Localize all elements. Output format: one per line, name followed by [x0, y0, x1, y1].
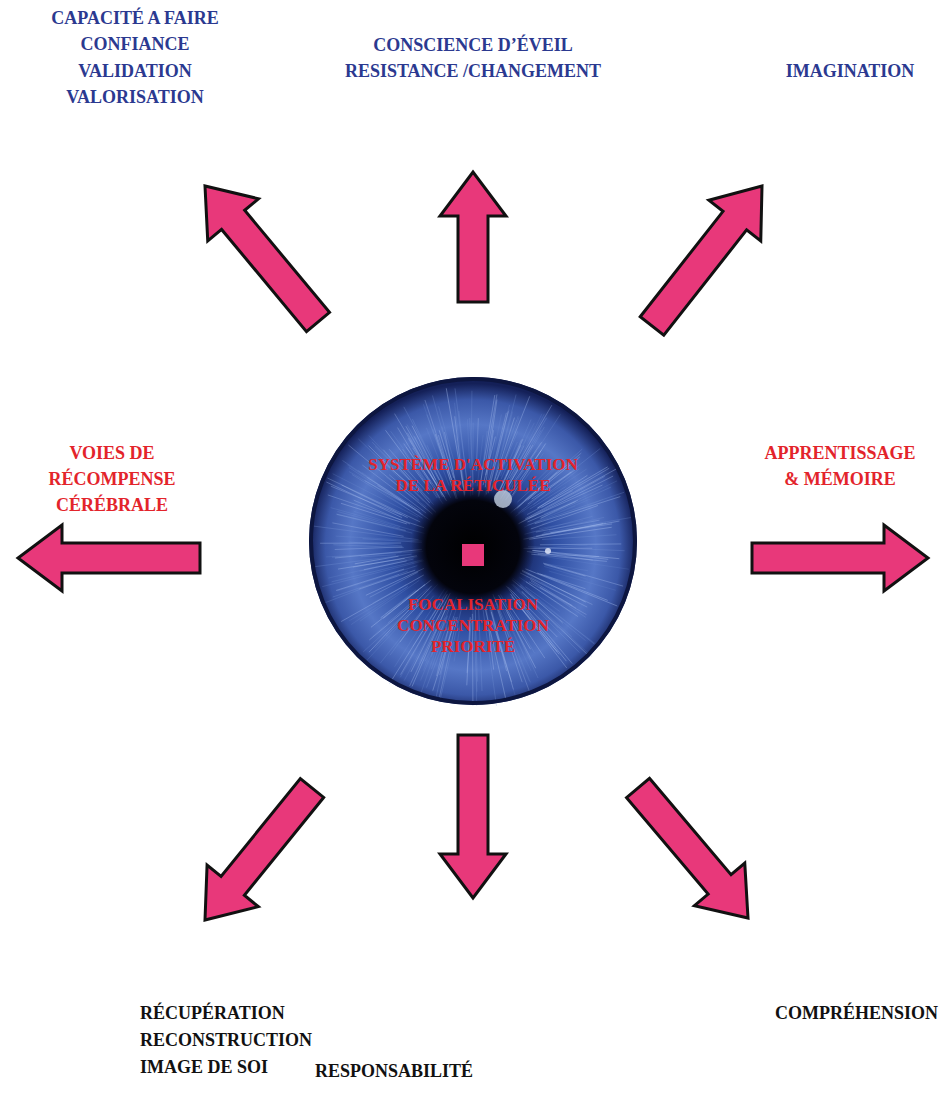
concept-label: RÉCUPÉRATION: [140, 1000, 285, 1026]
label-holder: RÉCUPÉRATION: [140, 1000, 285, 1026]
concept-label: RESPONSABILITÉ: [315, 1058, 473, 1084]
block-arrow: [180, 165, 344, 343]
block-arrow: [440, 735, 506, 898]
eye-circle: SYSTÈME D'ACTIVATION DE LA RÉTICULÉE FOCA…: [308, 376, 638, 706]
block-arrow: [752, 525, 928, 591]
label-holder: CONSCIENCE D’ÉVEIL: [373, 32, 573, 58]
label-holder: RECONSTRUCTION: [140, 1027, 312, 1053]
concept-label: VALIDATION: [78, 58, 191, 84]
label-holder: IMAGE DE SOI: [140, 1054, 268, 1080]
label-holder: VOIES DE RÉCOMPENSE CÉRÉBRALE: [27, 440, 197, 518]
label-holder: RESISTANCE /CHANGEMENT: [345, 58, 601, 84]
concept-label: APPRENTISSAGE & MÉMOIRE: [755, 440, 925, 492]
pupil: [411, 485, 535, 609]
label-holder: APPRENTISSAGE & MÉMOIRE: [755, 440, 925, 492]
iris: [309, 377, 637, 705]
block-arrow: [179, 767, 337, 941]
eye-illustration: [308, 376, 638, 706]
block-arrow: [613, 767, 773, 940]
label-holder: VALIDATION: [78, 58, 191, 84]
concept-label: CONSCIENCE D’ÉVEIL: [373, 32, 573, 58]
label-holder: VALORISATION: [66, 84, 203, 110]
center-text: FOCALISATION CONCENTRATION PRIORITÉ: [368, 594, 578, 657]
label-holder: COMPRÉHENSION: [775, 1000, 938, 1026]
label-holder: RESPONSABILITÉ: [315, 1058, 473, 1084]
concept-label: CAPACITÉ A FAIRE CONFIANCE: [15, 5, 255, 57]
concept-label: RESISTANCE /CHANGEMENT: [345, 58, 601, 84]
concept-label: IMAGINATION: [786, 58, 915, 84]
label-holder: IMAGINATION: [786, 58, 915, 84]
concept-label: VALORISATION: [66, 84, 203, 110]
block-arrow: [440, 172, 506, 302]
block-arrow: [626, 166, 788, 347]
eye-glint: [545, 548, 551, 554]
concept-label: IMAGE DE SOI: [140, 1054, 268, 1080]
concept-label: COMPRÉHENSION: [775, 1000, 938, 1026]
concept-label: VOIES DE RÉCOMPENSE CÉRÉBRALE: [27, 440, 197, 518]
center-text: SYSTÈME D'ACTIVATION DE LA RÉTICULÉE: [368, 454, 578, 496]
label-holder: CAPACITÉ A FAIRE CONFIANCE: [15, 5, 255, 57]
center-square: [462, 544, 484, 566]
iris-rim: [311, 379, 635, 703]
block-arrow: [18, 525, 200, 591]
concept-label: RECONSTRUCTION: [140, 1027, 312, 1053]
